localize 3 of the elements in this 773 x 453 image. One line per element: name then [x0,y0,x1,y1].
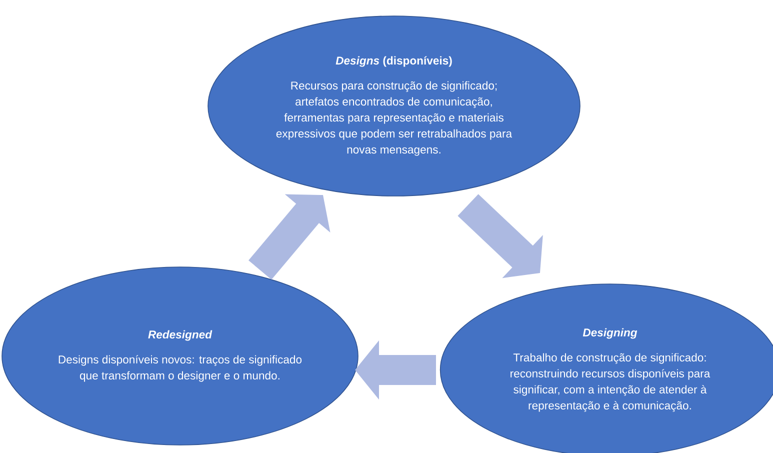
ellipse-node: Designing Trabalho de construção de significado: reconstruindo recursos disponíveis para significar, com a intenção de atender à representação e à comunicação. [440,284,773,453]
ellipse-node: Redesigned Designs disponíveis novos: traços de significado que transformam o designer e o mundo. [2,266,358,446]
ellipse-node: Designs (disponíveis) Recursos para construção de significado; artefatos encontrados de comunicação, ferramentas para representação e materiais expressivos que podem ser retrabalhados para novas mensagens. [208,16,580,196]
